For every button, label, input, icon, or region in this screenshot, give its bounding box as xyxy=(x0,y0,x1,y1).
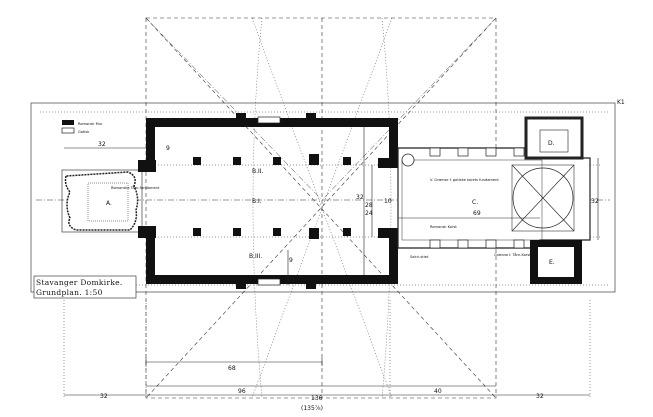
dim-bottom-135: (135⅞) xyxy=(301,405,323,412)
nave-piers xyxy=(193,154,351,239)
dim-right-32: 32 xyxy=(591,198,599,205)
room-e-label: E. xyxy=(549,259,555,266)
cross-note: Romansk Korst xyxy=(430,225,457,229)
dim-nave-10: 10 xyxy=(384,198,392,205)
dim-top-9: 9 xyxy=(166,145,170,152)
dimension-lines: 32 9 32 28 24 10 69 32 9 68 96 32 136 (1… xyxy=(63,127,599,412)
dim-bottom-136: 136 xyxy=(311,395,323,402)
room-d-label: D. xyxy=(548,140,555,147)
choir: C. V. Grænse f. gotiske korets fundament… xyxy=(397,147,591,249)
dim-aisle-9: 9 xyxy=(289,257,293,264)
choir-note: V. Grænse f. gotiske korets fundament xyxy=(430,178,499,182)
chapel-e: E. Grænse f. Tårn-Korst xyxy=(494,240,582,284)
drawing-frame xyxy=(30,102,616,293)
tower-cross-note: Grænse f. Tårn-Korst xyxy=(494,252,531,257)
tower-note: Romanske Tårn-fundament xyxy=(111,185,160,190)
dim-top-32: 32 xyxy=(98,141,106,148)
dim-bottom-96: 96 xyxy=(238,388,246,395)
corner-ref: K1 xyxy=(617,99,625,106)
title-block: Stavanger Domkirke. Grundplan. 1:50 xyxy=(33,275,137,299)
room-b3-label: B.III. xyxy=(249,253,262,260)
room-a-label: A. xyxy=(106,200,112,207)
title-line2: Grundplan. 1:50 xyxy=(36,288,103,297)
dim-bottom-68: 68 xyxy=(228,365,236,372)
nave-walls xyxy=(138,113,398,289)
dim-nave-32: 32 xyxy=(356,194,364,201)
room-b2-label: B.II. xyxy=(252,168,264,175)
legend: Romansk Mur Gotisk xyxy=(61,120,103,134)
dim-bottom-40: 40 xyxy=(434,388,442,395)
dim-nave-24: 24 xyxy=(365,210,373,217)
dim-choir-69: 69 xyxy=(473,210,481,217)
chapel-d: D. xyxy=(524,116,584,160)
dim-bottom-left-32: 32 xyxy=(100,393,108,400)
title-line1: Stavanger Domkirke. xyxy=(36,278,123,287)
legend-gotisk: Gotisk xyxy=(78,130,90,134)
room-b-label: B.I. xyxy=(252,198,262,205)
dim-nave-28: 28 xyxy=(365,202,373,209)
room-c-label: C. xyxy=(472,199,478,206)
legend-romansk: Romansk Mur xyxy=(78,122,103,126)
dim-bottom-right-32: 32 xyxy=(536,393,544,400)
sakristi-label: Sakri-stiet xyxy=(410,255,429,259)
west-tower: A. Romanske Tårn-fundament xyxy=(61,169,160,233)
